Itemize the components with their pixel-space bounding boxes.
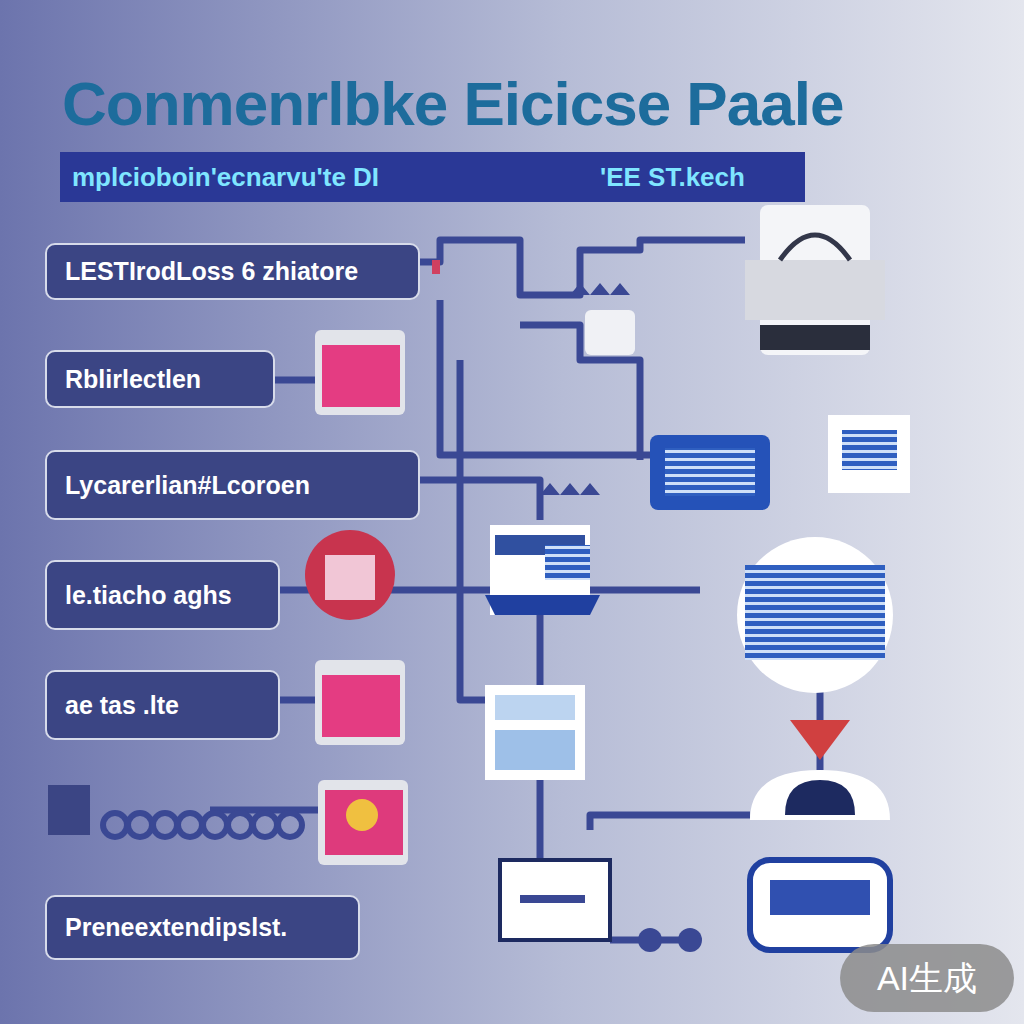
subtitle-text: mplcioboin'ecnarvu'te DI (72, 160, 379, 194)
box-label: le.tiacho aghs (65, 581, 232, 610)
box-label: Preneextendipslst. (65, 913, 287, 942)
subtitle-bar (60, 152, 805, 202)
label-box: LESTIrodLoss 6 zhiatore (45, 243, 420, 300)
chain-symbol (103, 813, 302, 837)
subtitle-text: 'EE ST.kech (600, 160, 745, 194)
label-box: Lycarerlian#Lcoroen (45, 450, 420, 520)
box-label: Lycarerlian#Lcoroen (65, 471, 310, 500)
device-illustrations (485, 205, 910, 952)
watermark: AI生成 (840, 944, 1014, 1012)
label-box: Rblirlectlen (45, 350, 275, 408)
box-label: Rblirlectlen (65, 365, 201, 394)
label-box: ae tas .lte (45, 670, 280, 740)
label-box: le.tiacho aghs (45, 560, 280, 630)
watermark-pill (840, 944, 1014, 1012)
wire-clamps (432, 260, 630, 495)
box-label: LESTIrodLoss 6 zhiatore (65, 257, 358, 286)
box-label: ae tas .lte (65, 691, 179, 720)
label-box: Preneextendipslst. (45, 895, 360, 960)
title: Conmenrlbke Eicicse Paale (62, 68, 843, 139)
wires (210, 240, 820, 940)
pink-icons (48, 330, 408, 865)
